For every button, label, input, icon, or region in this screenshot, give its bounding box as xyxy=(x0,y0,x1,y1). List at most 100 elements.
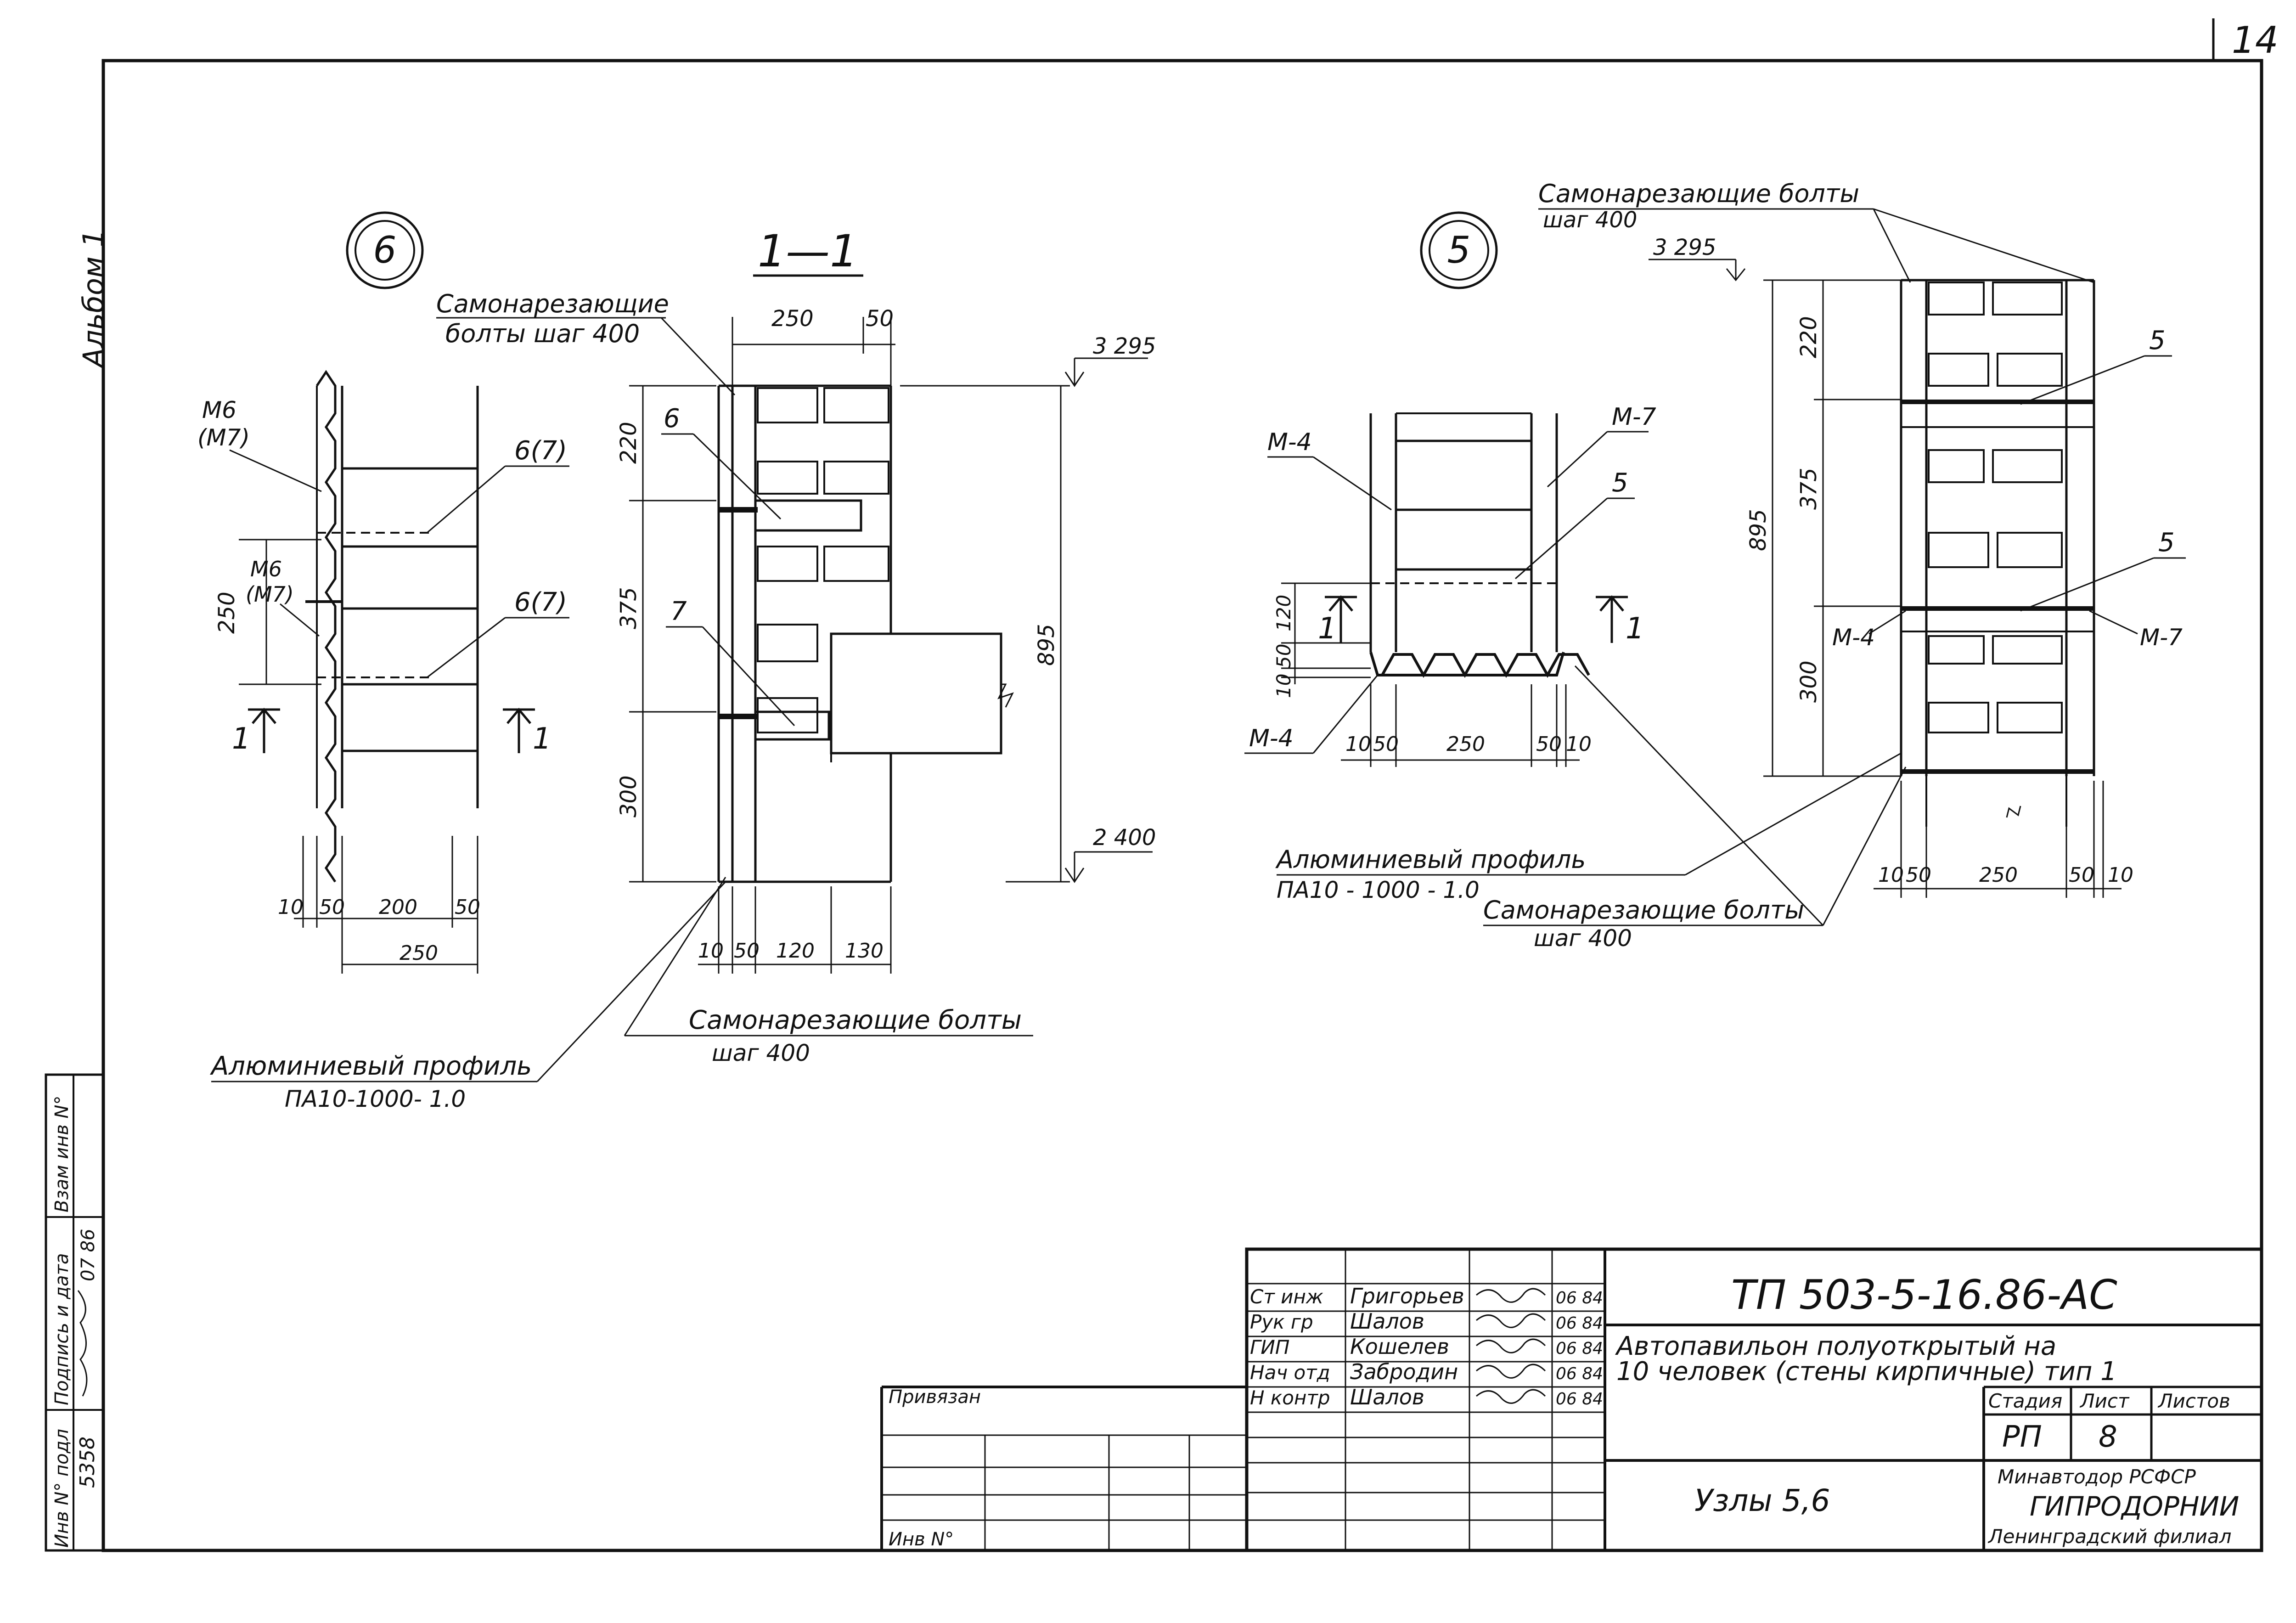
album-label: Альбом 1 xyxy=(77,229,110,369)
node-5-m7-top: М-7 xyxy=(1612,403,1656,431)
elev-dim-b10b: 10 xyxy=(2108,863,2133,887)
staff-role: Нач отд xyxy=(1250,1361,1330,1384)
staff-date: 06 84 xyxy=(1556,1364,1603,1383)
elev-level-top: 3 295 xyxy=(1653,235,1716,260)
section-dim-top-250: 250 xyxy=(771,306,814,332)
staff-date: 06 84 xyxy=(1556,1390,1603,1409)
elev-callout-5-upper: 5 xyxy=(2149,326,2166,355)
node-6-callout-lower: 6(7) xyxy=(514,587,567,617)
node-5-dim-10: 10 xyxy=(1272,674,1295,698)
node-6-m7-top: (М7) xyxy=(197,424,250,451)
node-6-m7-mid: (М7) xyxy=(246,582,294,607)
section-callout-7: 7 xyxy=(670,597,687,626)
doc-code: ТП 503-5-16.86-АС xyxy=(1731,1271,2117,1319)
elev-dim-b250: 250 xyxy=(1979,863,2018,887)
stage-value: РП xyxy=(2002,1420,2042,1454)
staff-date: 06 84 xyxy=(1556,1314,1603,1333)
side-stamp: Инв N° подл Подпись и дата Взам инв N° 5… xyxy=(45,1073,105,1552)
side-stamp-value-inv: 5358 xyxy=(76,1437,99,1488)
staff-name: Кошелев xyxy=(1350,1334,1449,1359)
sheet-value: 8 xyxy=(2099,1420,2117,1454)
section-dim-895: 895 xyxy=(1034,624,1059,666)
section-1-1-title: 1—1 xyxy=(758,225,858,277)
node-5-bottom-profile xyxy=(1369,652,1590,678)
staff-role: Н контр xyxy=(1250,1386,1330,1409)
elev-dim-220: 220 xyxy=(1796,316,1822,358)
side-stamp-header-inv: Инв N° подл xyxy=(51,1429,73,1548)
staff-role: Рук гр xyxy=(1250,1311,1313,1333)
bolts-note-bottom-line2: шаг 400 xyxy=(712,1040,810,1066)
elev-m7: М-7 xyxy=(2140,624,2183,651)
staff-date: 06 84 xyxy=(1556,1289,1603,1307)
node-5-dim-120: 120 xyxy=(1272,595,1295,631)
object-line2: 10 человек (стены кирпичные) тип 1 xyxy=(1616,1357,2117,1386)
signature-mark xyxy=(1476,1364,1546,1379)
elev-dim-b50: 50 xyxy=(1906,863,1931,887)
sheet-header: Лист xyxy=(2079,1390,2130,1412)
node-5-dim-50: 50 xyxy=(1272,644,1295,668)
signature-mark xyxy=(1476,1288,1546,1303)
node-5-marker: 5 xyxy=(1447,229,1471,271)
profile-note-line2: ПА10-1000- 1.0 xyxy=(285,1086,466,1112)
elev-dim-375: 375 xyxy=(1796,468,1822,510)
node-6-section-left: 1 xyxy=(232,722,251,756)
elev-dim-300: 300 xyxy=(1796,660,1822,703)
staff-role: ГИП xyxy=(1250,1336,1289,1358)
section-level-bottom: 2 400 xyxy=(1093,825,1156,851)
section-dim-top-50: 50 xyxy=(866,306,894,332)
elev-bolts-line1: Самонарезающие болты xyxy=(1538,179,1859,208)
staff-name: Григорьев xyxy=(1350,1284,1464,1308)
elev-dim-895: 895 xyxy=(1745,509,1771,551)
node-6-callout-upper: 6(7) xyxy=(514,436,567,466)
node-6-dim-250: 250 xyxy=(214,592,240,634)
side-stamp-header-replace: Взам инв N° xyxy=(51,1096,73,1212)
node-6-dim-b250: 250 xyxy=(400,941,438,965)
node-5-bolts-line2: шаг 400 xyxy=(1534,925,1632,952)
section-dim-300: 300 xyxy=(616,775,642,817)
stage-header: Стадия xyxy=(1988,1390,2062,1412)
section-callout-6: 6 xyxy=(664,404,680,434)
side-stamp-value-date: 07 86 xyxy=(78,1229,99,1281)
section-level-top: 3 295 xyxy=(1093,333,1156,359)
node-6-dim-b50: 50 xyxy=(319,896,345,919)
node-5-callout-5: 5 xyxy=(1612,468,1628,498)
org-line1: Минавтодор РСФСР xyxy=(1998,1465,2196,1488)
section-beam xyxy=(830,632,1002,755)
node-5-elevation: Самонарезающие болты шаг 400 3 295 xyxy=(1538,179,2186,898)
node-6-m6-top: М6 xyxy=(202,397,236,423)
node-6-dim-b200: 200 xyxy=(379,896,417,919)
node-5-dim-b50b: 50 xyxy=(1536,733,1562,756)
node-5-dim-b10: 10 xyxy=(1345,733,1371,756)
node-5-dim-b10b: 10 xyxy=(1566,733,1592,756)
node-5-m4-bottom: М-4 xyxy=(1249,725,1294,752)
signature-mark xyxy=(1476,1389,1546,1404)
profile-note: Алюминиевый профиль ПА10-1000- 1.0 xyxy=(210,881,726,1112)
profile-note-line1: Алюминиевый профиль xyxy=(210,1051,532,1081)
section-dim-375: 375 xyxy=(616,587,642,629)
staff-role: Ст инж xyxy=(1250,1285,1323,1308)
elev-callout-5-lower: 5 xyxy=(2158,528,2175,558)
elev-dim-b10: 10 xyxy=(1878,863,1904,887)
section-bolts-note-line1: Самонарезающие xyxy=(436,289,669,318)
section-bolts-note-line2: болты шаг 400 xyxy=(445,319,640,348)
sheet-frame xyxy=(101,59,2263,1552)
signature-mark xyxy=(1476,1338,1546,1353)
title-block-privyazan: Привязан xyxy=(889,1386,981,1408)
node-6-marker: 6 xyxy=(373,229,397,271)
org-line3: Ленинградский филиал xyxy=(1987,1525,2231,1548)
node-6-dim-b10: 10 xyxy=(278,896,304,919)
node-6-marker-ring xyxy=(346,211,424,289)
sheet-number: 14 xyxy=(2232,19,2279,62)
elev-bolts-line2: шаг 400 xyxy=(1543,207,1637,233)
node-6-profile xyxy=(315,370,337,883)
node-5-sec-right: 1 xyxy=(1626,612,1644,646)
node-5-dim-b250: 250 xyxy=(1446,733,1485,756)
section-dim-b120: 120 xyxy=(776,939,815,963)
node-5-profile-line1: Алюминиевый профиль xyxy=(1275,845,1586,874)
elev-dim-b50b: 50 xyxy=(2069,863,2094,887)
node-5-dim-b50: 50 xyxy=(1373,733,1399,756)
node-5: 5 М-4 М-7 5 1 1 120 xyxy=(1244,211,1907,952)
bolts-note-bottom: Самонарезающие болты шаг 400 xyxy=(624,877,1033,1066)
